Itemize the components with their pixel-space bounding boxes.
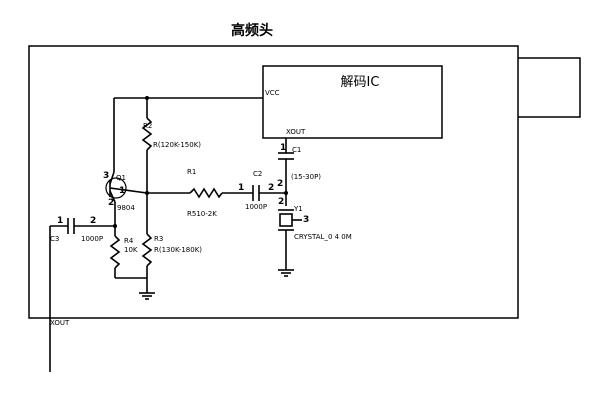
c3-pin1: 1 [57, 216, 63, 226]
r4-value: 10K [124, 246, 138, 254]
ic-vcc-pin-label: VCC [265, 89, 280, 97]
r1-ref: R1 [187, 168, 196, 176]
y1-pin2: 2 [278, 197, 284, 207]
c1-pin2: 2 [277, 179, 283, 189]
r4-resistor [109, 235, 121, 269]
y1-crystal-body [279, 213, 293, 227]
y1-ref: Y1 [293, 205, 303, 213]
q1-body [105, 177, 127, 199]
c1-ref: C1 [292, 146, 301, 154]
y1-pin3: 3 [303, 215, 309, 225]
tuner-tab [518, 57, 581, 118]
c1-pin1: 1 [280, 143, 286, 153]
r1-value: R510-2K [187, 210, 217, 218]
r3-ref: R3 [154, 235, 163, 243]
q1-ref: Q1 [116, 174, 126, 182]
q1-part: 9804 [117, 204, 135, 212]
c2-value: 1000P [245, 203, 267, 211]
decoder-ic-label: 解码IC [341, 75, 380, 90]
r2-resistor [141, 117, 153, 151]
r3-resistor [141, 233, 153, 267]
ic-xout-pin-label: XOUT [286, 128, 306, 136]
xout-label: XOUT [50, 319, 70, 327]
c2-pin1: 1 [238, 183, 244, 193]
q1-collector-lead [109, 171, 115, 185]
c1-value: (15-30P) [291, 173, 321, 181]
r2-value: R(120K-150K) [153, 141, 201, 149]
q1-pin2: 2 [108, 198, 114, 208]
tuner-outline [28, 45, 519, 319]
r4-ref: R4 [124, 237, 134, 245]
r3-value: R(130K-180K) [154, 246, 202, 254]
y1-value: CRYSTAL_0 4 0M [294, 233, 352, 241]
diagram-title: 高频头 [231, 22, 273, 39]
q1-emitter-lead [109, 190, 116, 203]
r2-ref: R2 [143, 122, 152, 130]
q1-base-wire [109, 187, 148, 194]
q1-pin1: 1 [119, 186, 125, 196]
c3-pin2: 2 [90, 216, 96, 226]
c3-value: 1000P [81, 235, 103, 243]
c2-pin2: 2 [268, 183, 274, 193]
q1-pin3: 3 [103, 171, 109, 181]
c3-ref: C3 [50, 235, 59, 243]
decoder-ic [262, 65, 443, 139]
c2-ref: C2 [253, 170, 262, 178]
r1-resistor [189, 187, 223, 199]
